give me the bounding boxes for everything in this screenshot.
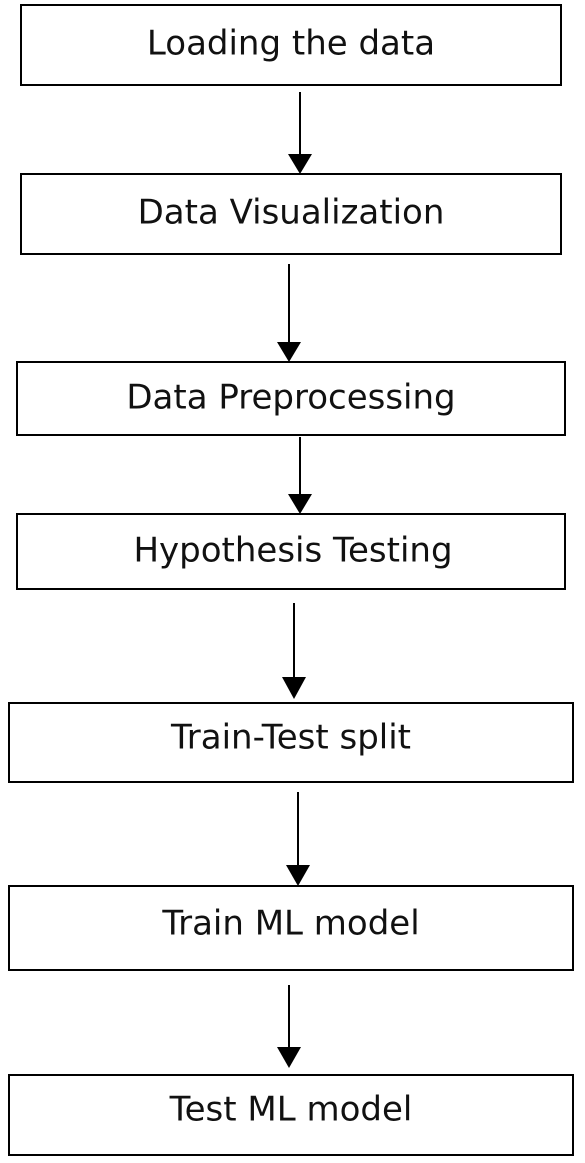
step-box: Train ML model [8, 885, 574, 971]
step-box: Test ML model [8, 1074, 574, 1156]
step-box: Data Visualization [20, 173, 562, 255]
step-label: Test ML model [169, 1090, 413, 1130]
step-label: Hypothesis Testing [133, 531, 452, 571]
step-label: Train ML model [161, 904, 419, 944]
step-box: Hypothesis Testing [16, 513, 566, 590]
flow-arrow [277, 985, 301, 1068]
step-label: Data Visualization [138, 193, 445, 233]
step-box: Loading the data [20, 4, 562, 86]
flow-arrow [282, 603, 306, 699]
step-label: Train-Test split [170, 718, 411, 758]
flow-arrow [288, 92, 312, 174]
step-label: Loading the data [147, 24, 435, 64]
step-box: Train-Test split [8, 702, 574, 783]
step-label: Data Preprocessing [126, 378, 455, 418]
flow-arrow [277, 264, 301, 362]
step-box: Data Preprocessing [16, 361, 566, 436]
flow-arrow [286, 792, 310, 886]
flow-arrow [288, 437, 312, 514]
